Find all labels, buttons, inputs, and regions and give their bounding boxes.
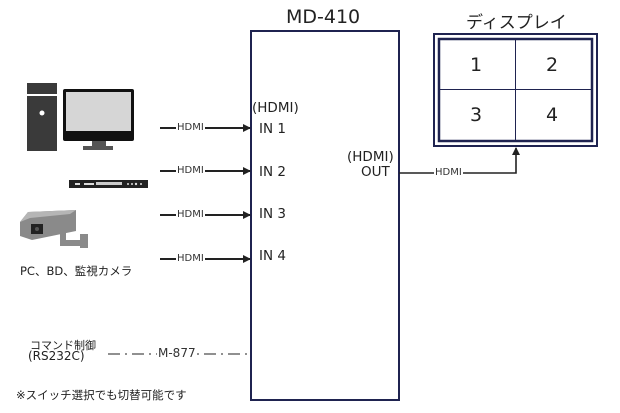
control-label-line1: コマンド制御 (30, 339, 96, 352)
device-title: MD-410 (286, 6, 361, 28)
control-label-line2: (RS232C) (28, 349, 85, 363)
device-box (250, 30, 400, 401)
input-cable-label-2: HDMI (176, 165, 205, 176)
input-cable-label-1: HDMI (176, 122, 205, 133)
input-header: (HDMI) (252, 100, 299, 116)
input-cable-label-3: HDMI (176, 209, 205, 220)
output-cable-label: HDMI (434, 167, 463, 178)
security-camera-icon (20, 210, 88, 248)
display-cell-3: 3 (470, 104, 483, 126)
footnote: ※スイッチ選択でも切替可能です (16, 388, 187, 402)
port-in-2: IN 2 (259, 164, 286, 180)
display-cell-2: 2 (546, 54, 559, 76)
bluray-player-icon (69, 180, 148, 188)
port-in-1: IN 1 (259, 121, 286, 137)
display-cell-1: 1 (470, 54, 483, 76)
sources-caption: PC、BD、監視カメラ (20, 264, 133, 278)
control-cable-label: M-877 (157, 346, 197, 360)
port-out: OUT (361, 164, 390, 180)
display-cell-4: 4 (546, 104, 559, 126)
input-cable-label-4: HDMI (176, 253, 205, 264)
display-title: ディスプレイ (466, 13, 567, 33)
output-header: (HDMI) (347, 149, 394, 165)
port-in-3: IN 3 (259, 206, 286, 222)
desktop-pc-icon (27, 83, 134, 151)
port-in-4: IN 4 (259, 248, 286, 264)
